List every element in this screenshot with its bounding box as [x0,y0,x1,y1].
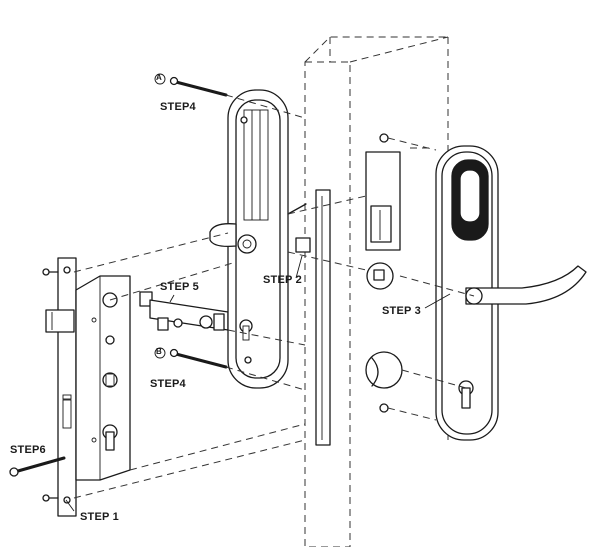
door-cutouts [365,133,403,413]
label-leaders [65,255,451,512]
door-outline [304,36,449,547]
euro-cylinder [139,291,229,331]
mortise-screws [9,268,66,502]
outer-handle-escutcheon [435,145,587,441]
step4-top-label: STEP4 [160,101,196,113]
step6-label: STEP6 [10,444,46,456]
step1-label: STEP 1 [80,511,119,523]
step4-bottom-label: STEP4 [150,378,186,390]
step2-label: STEP 2 [263,274,302,286]
mortise-lock-body [45,257,131,517]
step5-label: STEP 5 [160,281,199,293]
step3-label: STEP 3 [382,305,421,317]
alignment-lines [73,94,475,499]
door-edge-slot [295,189,331,446]
marker-b: B [156,347,162,356]
inner-escutcheon [209,89,307,389]
marker-a: A [156,73,162,82]
step4-screws [154,73,228,369]
